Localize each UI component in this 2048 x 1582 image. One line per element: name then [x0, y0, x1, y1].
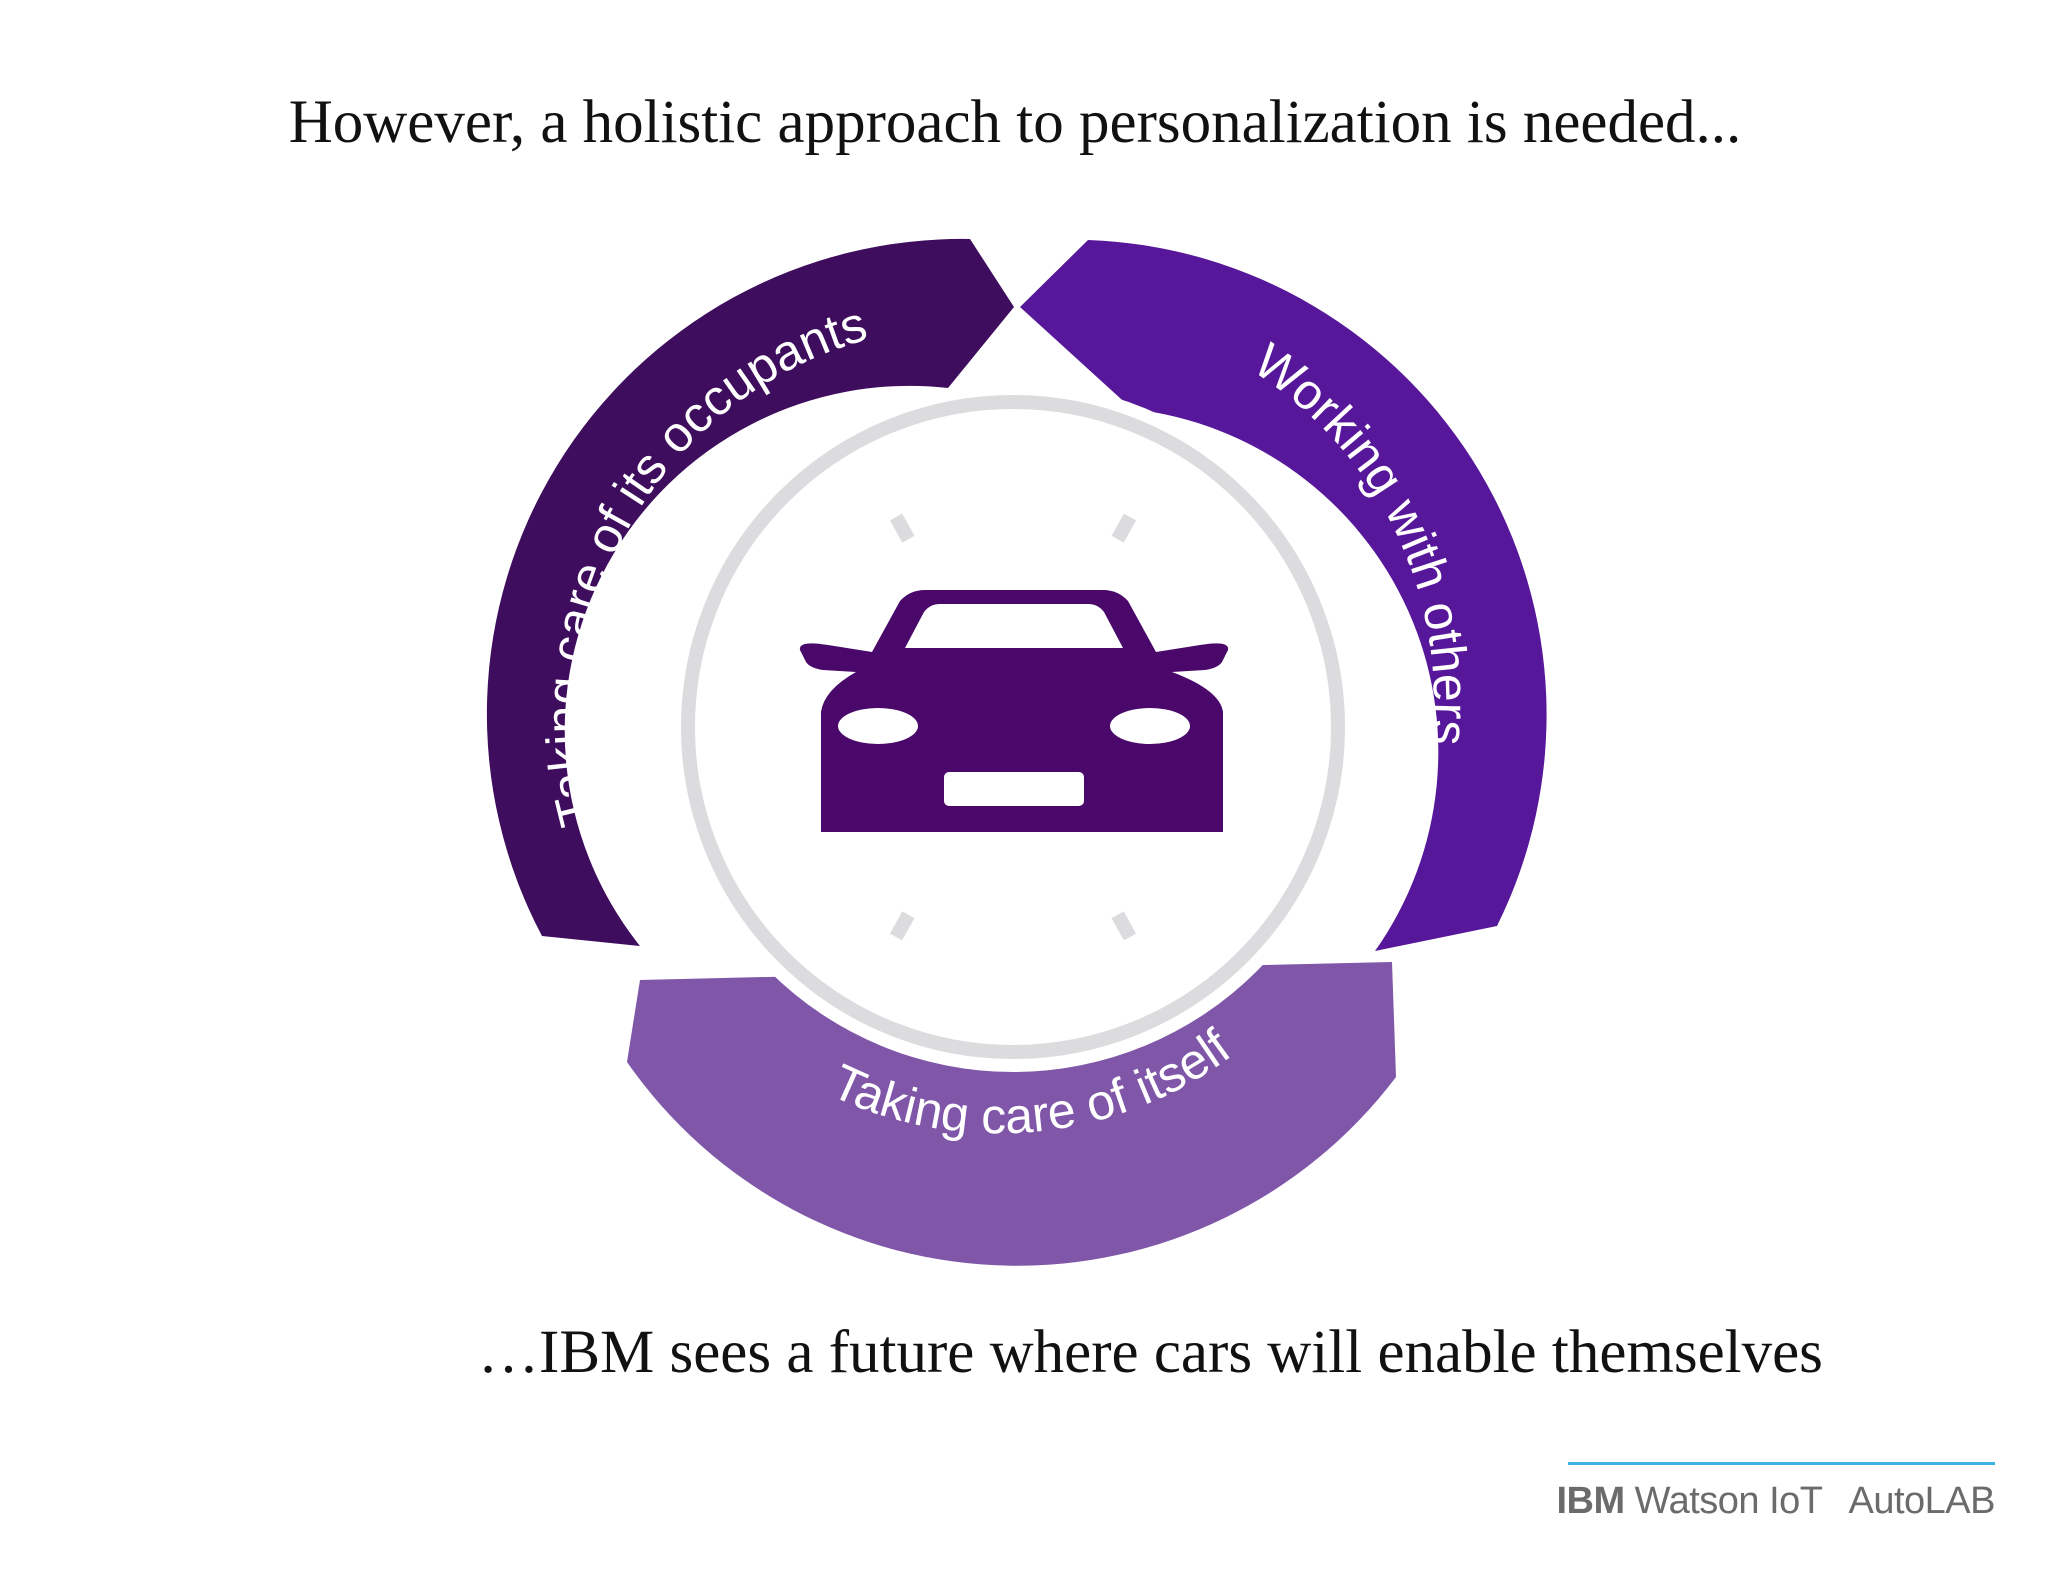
segment-occupants [486, 238, 1014, 947]
slide-title: However, a holistic approach to personal… [288, 89, 1742, 156]
footer-product: Watson IoT [1634, 1480, 1823, 1522]
car-icon [799, 590, 1229, 832]
footer-rule [1568, 1462, 1995, 1465]
slide-subtitle: …IBM sees a future where cars will enabl… [478, 1319, 1823, 1386]
segment-itself [627, 962, 1396, 1266]
footer-brand: IBM [1556, 1480, 1625, 1522]
segment-others [1020, 240, 1547, 951]
footer-lab: AutoLAB [1848, 1480, 1996, 1522]
wheel-ring [681, 395, 1345, 1059]
